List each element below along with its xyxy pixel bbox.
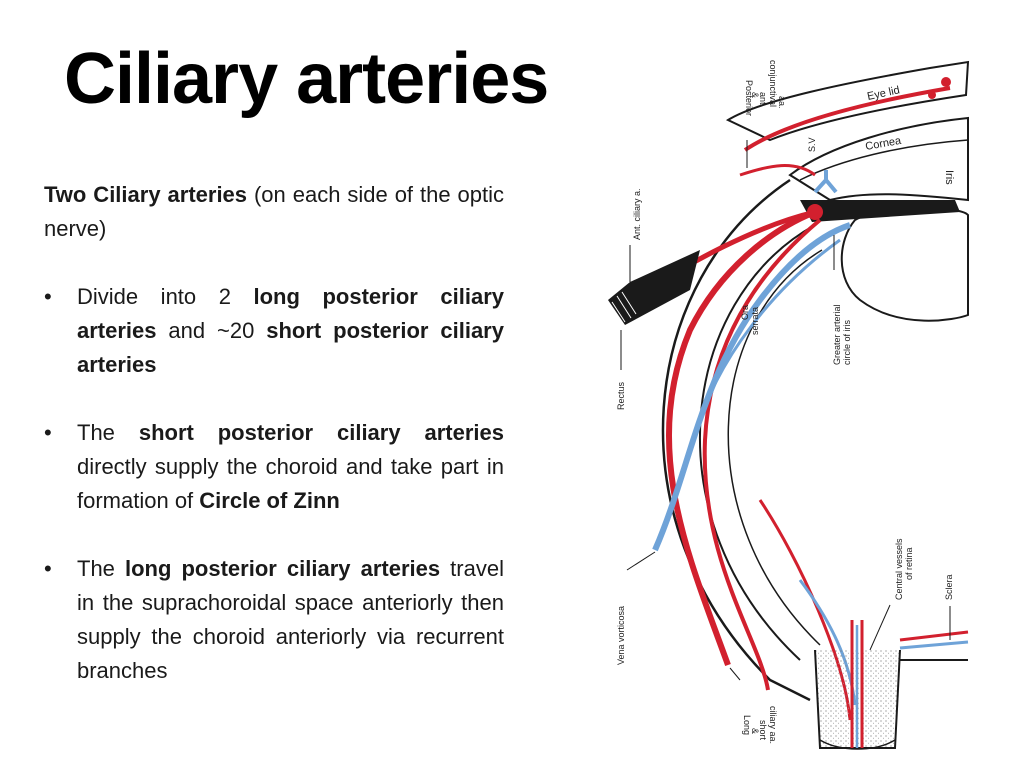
eyelid-artery (743, 86, 951, 152)
label-central-vessels: Central vessels (894, 538, 904, 600)
label-long: Long (742, 715, 752, 735)
label-vena-vorticosa: Vena vorticosa (616, 606, 626, 665)
slide-title: Ciliary arteries (64, 39, 549, 119)
lens-shape (840, 207, 969, 322)
label-greater-arterial: Greater arterial (832, 304, 842, 365)
label-sv: S.V (807, 137, 817, 152)
sclera-outer (661, 178, 811, 702)
bullet-text: The (77, 420, 139, 445)
slide-body: Two Ciliary arteries (on each side of th… (44, 178, 504, 722)
label-serrata: serrata (750, 307, 760, 335)
ciliary-arteries-diagram: Posterior & ant. conjunctival aa. Eye li… (608, 60, 970, 750)
intro-bold: Two Ciliary arteries (44, 182, 248, 207)
label-aa: aa. (777, 96, 787, 109)
iris-shape (800, 200, 960, 222)
label-amp2: & (750, 728, 760, 734)
bullet-text: travel in the suprachoroidal space anter… (77, 556, 504, 683)
intro-paragraph: Two Ciliary arteries (on each side of th… (44, 178, 504, 246)
eye-lid-shape (725, 60, 970, 142)
intro-text: (on each side of the optic nerve) (44, 182, 505, 241)
bullet-list: Divide into 2 long posterior ciliary art… (44, 280, 504, 688)
bullet-bold: short posterior ciliary arteries (77, 318, 504, 377)
rectus-muscle (608, 250, 700, 325)
bullet-bold: Circle of Zinn (199, 488, 340, 513)
bullet-bold: short posterior ciliary arteries (138, 420, 504, 445)
central-vessels (850, 620, 864, 748)
cornea-shape (788, 116, 969, 202)
retina-inner (727, 249, 823, 646)
label-iris: Iris (943, 170, 955, 185)
bullet-item: The short posterior ciliary arteries dir… (44, 416, 504, 518)
label-posterior: Posterior (744, 80, 754, 116)
long-ciliary-artery (665, 209, 817, 667)
label-rectus: Rectus (616, 381, 626, 410)
label-ant-ciliary: Ant. ciliary a. (632, 188, 642, 240)
bullet-bold: long posterior ciliary arteries (124, 556, 441, 581)
bullet-text: Divide into 2 (77, 284, 254, 309)
label-ant: ant. (758, 92, 768, 107)
short-ciliary-artery (702, 218, 822, 691)
bullet-text: and ~20 (156, 318, 267, 343)
label-circle-of-iris: circle of iris (842, 319, 852, 365)
label-ciliary-aa: ciliary aa. (768, 706, 778, 744)
bullet-item: The long posterior ciliary arteries trav… (44, 552, 504, 688)
sv-vessel (813, 170, 838, 194)
label-amp1: & (750, 92, 760, 98)
label-sclera: Sclera (944, 574, 954, 600)
bullet-text: The (77, 556, 125, 581)
vena-vorticosa (652, 222, 851, 552)
bullet-text: directly supply the choroid and take par… (77, 454, 504, 513)
bullet-item: Divide into 2 long posterior ciliary art… (44, 280, 504, 382)
label-conjunctival: conjunctival (768, 60, 778, 107)
label-ora: Ora (740, 305, 750, 320)
bullet-bold: long posterior ciliary arteries (77, 284, 504, 343)
greater-arterial-circle (807, 204, 823, 220)
label-of-retina: of retina (904, 547, 914, 580)
label-short: short (758, 720, 768, 741)
